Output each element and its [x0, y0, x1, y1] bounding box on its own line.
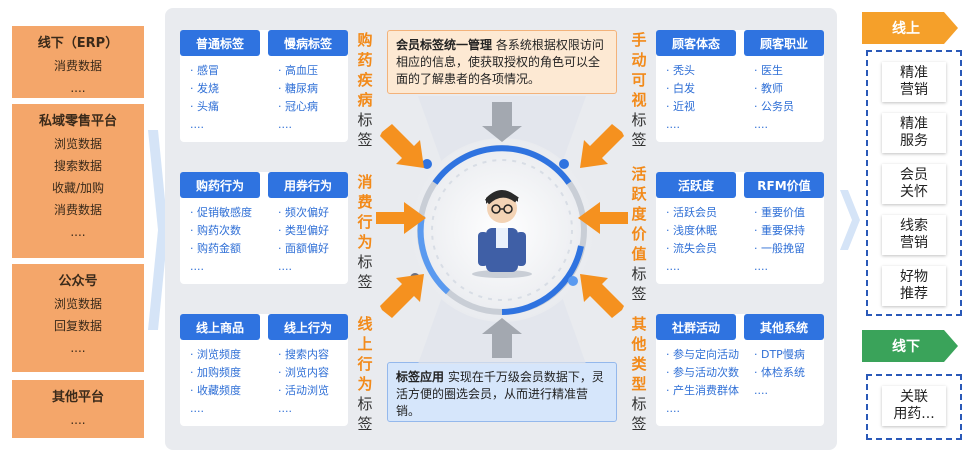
chip-customer-job: 顾客职业: [744, 30, 824, 56]
items-activity: · 活跃会员· 浅度休眠· 流失会员....: [666, 206, 717, 273]
ring-dot: [559, 159, 569, 169]
items-purchase: · 促销敏感度· 购药次数· 购药金额....: [190, 206, 252, 273]
arrow-in-icon: [376, 202, 426, 234]
info-tag-application: 标签应用 实现在千万级会员数据下，灵活方便的圈选会员，从而进行精准营销。: [387, 362, 617, 422]
outcome-precision-service: 精准 服务: [882, 113, 946, 153]
outcome-product-recommend: 好物 推荐: [882, 266, 946, 306]
arrow-in-icon: [580, 274, 624, 318]
card-disease-tags: 普通标签 慢病标签 · 感冒· 发烧· 头痛.... · 高血压· 糖尿病· 冠…: [180, 30, 348, 142]
arrow-up-icon: [482, 318, 522, 358]
source-title: 其他平台: [51, 390, 104, 405]
vlabel-online: 线上行为 标签: [357, 315, 373, 433]
chip-online-goods: 线上商品: [180, 314, 260, 340]
source-line: ....: [70, 341, 86, 355]
card-activity-tags: 活跃度 RFM价值 · 活跃会员· 浅度休眠· 流失会员.... · 重要价值·…: [656, 172, 824, 284]
arrow-in-icon: [380, 124, 424, 168]
vlabel-consume: 消费行为 标签: [357, 173, 373, 291]
info-unified-management: 会员标签统一管理 各系统根据权限访问相应的信息，使获取授权的角色可以全面的了解患…: [387, 30, 617, 94]
source-line: ....: [70, 413, 86, 427]
online-group: [866, 50, 962, 316]
source-private-retail: 私域零售平台 浏览数据 搜索数据 收藏/加购 消费数据 ....: [12, 104, 144, 258]
outcome-lead-marketing: 线索 营销: [882, 215, 946, 255]
card-customer-tags: 顾客体态 顾客职业 · 秃头· 白发· 近视.... · 医生· 教师· 公务员…: [656, 30, 824, 142]
chip-common-tags: 普通标签: [180, 30, 260, 56]
svg-text:线上: 线上: [892, 20, 920, 37]
chip-other-systems: 其他系统: [744, 314, 824, 340]
svg-text:线下: 线下: [892, 338, 920, 355]
items-job: · 医生· 教师· 公务员....: [754, 64, 794, 131]
ring-arc-right: [501, 245, 584, 315]
arrow-in-icon: [578, 202, 628, 234]
source-line: 回复数据: [53, 319, 102, 333]
arrow-in-icon: [380, 274, 424, 318]
source-line: ....: [70, 81, 86, 95]
items-community: · 参与定向活动· 参与活动次数· 产生消费群体....: [666, 348, 739, 415]
online-tag: 线上: [862, 12, 958, 44]
items-chronic: · 高血压· 糖尿病· 冠心病....: [278, 64, 318, 131]
card-online-tags: 线上商品 线上行为 · 浏览频度· 加购频度· 收藏频度.... · 搜索内容·…: [180, 314, 348, 426]
items-online-goods: · 浏览频度· 加购频度· 收藏频度....: [190, 348, 241, 415]
ring-arc-top: [432, 145, 572, 185]
member-avatar-icon: [472, 190, 532, 278]
outcome-member-care: 会员 关怀: [882, 164, 946, 204]
offline-tag: 线下: [862, 330, 958, 362]
outcome-related-medication: 关联 用药...: [882, 386, 946, 426]
offline-group: [866, 374, 962, 440]
flow-arrow-right: [840, 190, 860, 250]
chip-coupon-behavior: 用券行为: [268, 172, 348, 198]
source-line: 消费数据: [53, 203, 102, 217]
source-title: 线下（ERP）: [37, 36, 119, 51]
chip-activity: 活跃度: [656, 172, 736, 198]
items-common: · 感冒· 发烧· 头痛....: [190, 64, 219, 131]
source-line: ....: [70, 225, 86, 239]
source-wechat-official: 公众号 浏览数据 回复数据 ....: [12, 264, 144, 372]
ring-inner: [431, 159, 573, 301]
arrow-down-icon: [482, 102, 522, 142]
source-line: 收藏/加购: [51, 181, 105, 195]
chip-chronic-tags: 慢病标签: [268, 30, 348, 56]
flow-arrow-left: [148, 130, 168, 330]
arrow-in-icon: [580, 124, 624, 168]
card-other-tags: 社群活动 其他系统 · 参与定向活动· 参与活动次数· 产生消费群体.... ·…: [656, 314, 824, 426]
outcome-precision-marketing: 精准 营销: [882, 62, 946, 102]
chip-community-activity: 社群活动: [656, 314, 736, 340]
ring-dot: [422, 159, 432, 169]
ring-arc-left: [417, 215, 451, 295]
source-line: 浏览数据: [53, 137, 102, 151]
ring-dot: [568, 276, 578, 286]
source-other-platform: 其他平台 ....: [12, 380, 144, 438]
items-rfm: · 重要价值· 重要保持· 一般挽留....: [754, 206, 805, 273]
source-line: 消费数据: [53, 59, 102, 73]
source-line: 浏览数据: [53, 297, 102, 311]
chip-online-behavior: 线上行为: [268, 314, 348, 340]
source-title: 私域零售平台: [38, 114, 117, 129]
items-coupon: · 频次偏好· 类型偏好· 面额偏好....: [278, 206, 329, 273]
vlabel-other: 其他类型 标签: [631, 315, 647, 433]
items-other-systems: · DTP慢病· 体检系统....: [754, 348, 805, 397]
chip-rfm-value: RFM价值: [744, 172, 824, 198]
items-online-behavior: · 搜索内容· 浏览内容· 活动浏览....: [278, 348, 329, 415]
chip-purchase-behavior: 购药行为: [180, 172, 260, 198]
source-offline-erp: 线下（ERP） 消费数据 ....: [12, 26, 144, 98]
source-line: 搜索数据: [53, 159, 102, 173]
vlabel-manual: 手动可视 标签: [631, 31, 647, 149]
vlabel-activity-value: 活跃度价值 标签: [631, 165, 647, 303]
items-physique: · 秃头· 白发· 近视....: [666, 64, 695, 131]
center-graphic: [410, 96, 594, 364]
chip-customer-physique: 顾客体态: [656, 30, 736, 56]
vlabel-disease: 购药疾病 标签: [357, 31, 373, 149]
source-title: 公众号: [58, 274, 98, 289]
card-consume-tags: 购药行为 用券行为 · 促销敏感度· 购药次数· 购药金额.... · 频次偏好…: [180, 172, 348, 284]
